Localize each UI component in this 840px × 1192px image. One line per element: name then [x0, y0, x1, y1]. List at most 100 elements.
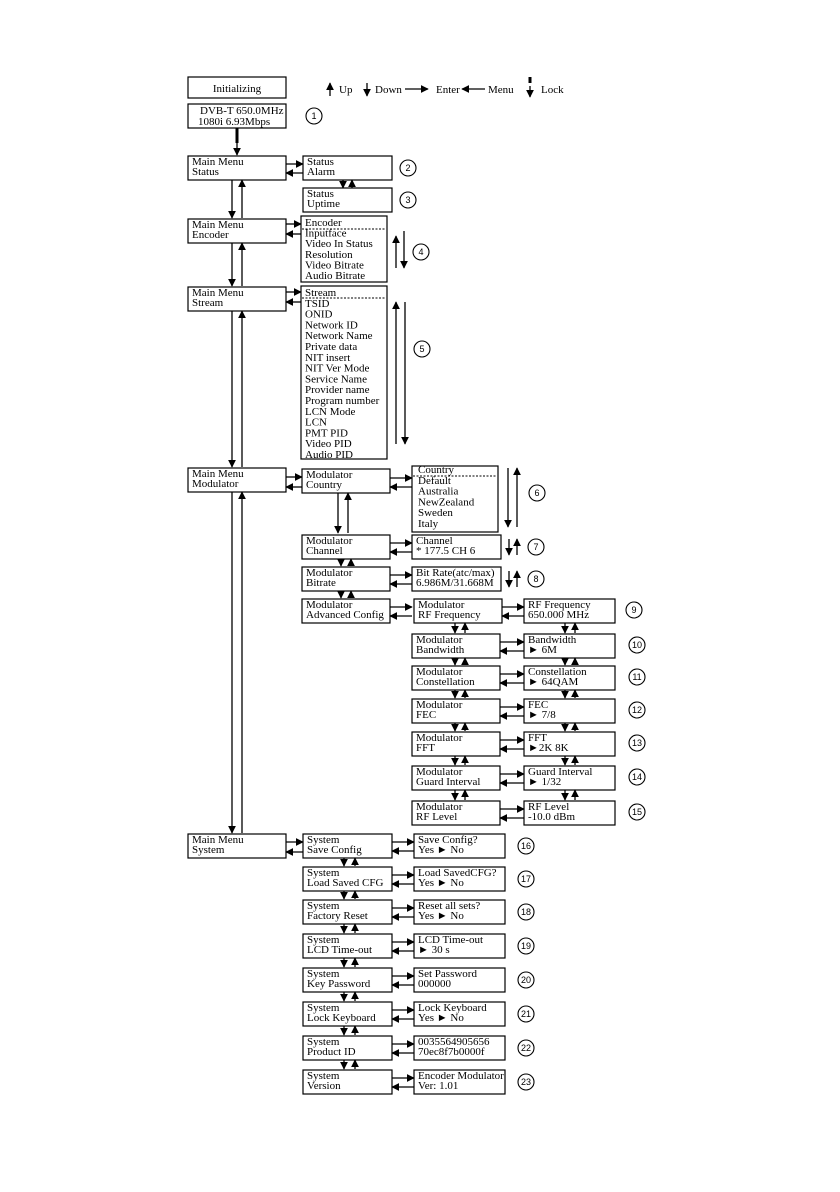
advanced-value-1 — [523, 633, 616, 659]
legend-up-label: Up — [339, 84, 353, 96]
advanced-sub-2-line1: Modulator — [416, 666, 463, 678]
stream-item: NIT Ver Mode — [305, 363, 369, 375]
step-number-10-marker — [628, 636, 646, 654]
step-number-19: 19 — [521, 941, 531, 951]
system-value-2 — [413, 899, 506, 925]
status-alarm-line1: Status — [307, 156, 334, 168]
system-sub-0[interactable] — [302, 833, 393, 859]
status-uptime-line1: Status — [307, 188, 334, 200]
system-value-0 — [413, 833, 506, 859]
system-value-5-line2: Yes ► No — [418, 1012, 464, 1024]
modulator-sub-1[interactable] — [301, 534, 391, 560]
step-number-14: 14 — [632, 772, 642, 782]
advanced-sub-2-line2: Constellation — [416, 676, 475, 688]
advanced-value-6 — [523, 800, 616, 826]
system-sub-2-line2: Factory Reset — [307, 910, 368, 922]
system-sub-7[interactable] — [302, 1069, 393, 1095]
system-sub-2[interactable] — [302, 899, 393, 925]
encoder-item: Video In Status — [305, 238, 373, 250]
advanced-value-4-line2: ►2K 8K — [528, 742, 569, 754]
advanced-sub-4[interactable] — [411, 731, 501, 757]
encoder-item: Video Bitrate — [305, 259, 364, 271]
modulator-value-2-line2: 6.986M/31.668M — [416, 577, 494, 589]
system-sub-6[interactable] — [302, 1035, 393, 1061]
system-value-4-line1: Set Password — [418, 968, 477, 980]
status-uptime-box[interactable] — [302, 187, 393, 213]
system-value-2-line2: Yes ► No — [418, 910, 464, 922]
modulator-sub-3-line2: Advanced Config — [306, 609, 384, 621]
modulator-sub-0-line2: Country — [306, 479, 343, 491]
advanced-value-2 — [523, 665, 616, 691]
advanced-sub-5[interactable] — [411, 765, 501, 791]
status-alarm-box[interactable] — [302, 155, 393, 181]
advanced-sub-6[interactable] — [411, 800, 501, 826]
system-sub-6-line2: Product ID — [307, 1046, 356, 1058]
system-sub-1-line1: System — [307, 867, 340, 879]
step-number-18-marker — [517, 903, 535, 921]
main-stream-line2: Stream — [192, 297, 224, 309]
advanced-sub-3[interactable] — [411, 698, 501, 724]
legend-lock-label: Lock — [541, 84, 564, 96]
step-number-9-marker — [625, 601, 643, 619]
system-sub-3[interactable] — [302, 933, 393, 959]
advanced-sub-0[interactable] — [413, 598, 503, 624]
system-sub-7-line2: Version — [307, 1080, 341, 1092]
legend: Up Down Enter Menu Lock — [326, 77, 564, 98]
advanced-sub-4-line1: Modulator — [416, 732, 463, 744]
advanced-value-0-line2: 650.000 MHz — [528, 609, 589, 621]
step-number-19-marker — [517, 937, 535, 955]
stream-item: LCN — [305, 417, 327, 429]
advanced-sub-6-line2: RF Level — [416, 811, 457, 823]
main-system-line2: System — [192, 844, 225, 856]
stream-item: LCN Mode — [305, 406, 356, 418]
step-number-18: 18 — [521, 907, 531, 917]
advanced-value-2-line1: Constellation — [528, 666, 587, 678]
main-menu-system[interactable] — [187, 833, 287, 859]
step-marker-1 — [305, 107, 323, 125]
modulator-sub-2[interactable] — [301, 566, 391, 592]
status-display-box — [187, 103, 287, 129]
step-number-4: 4 — [418, 247, 423, 257]
country-item: Australia — [418, 486, 458, 498]
system-sub-3-line2: LCD Time-out — [307, 944, 372, 956]
status-display-line1: DVB-T 650.0MHz — [200, 105, 284, 117]
advanced-value-0-line1: RF Frequency — [528, 599, 591, 611]
advanced-value-1-line2: ► 6M — [528, 644, 557, 656]
modulator-sub-1-line2: Channel — [306, 545, 343, 557]
system-sub-2-line1: System — [307, 900, 340, 912]
advanced-sub-2[interactable] — [411, 665, 501, 691]
main-menu-stream[interactable] — [187, 286, 287, 312]
advanced-sub-0-line2: RF Frequency — [418, 609, 481, 621]
system-sub-4[interactable] — [302, 967, 393, 993]
step-number-16-marker — [517, 837, 535, 855]
advanced-sub-1[interactable] — [411, 633, 501, 659]
init-section: Initializing DVB-T 650.0MHz 1080i 6.93Mb… — [187, 76, 323, 156]
system-sub-0-line1: System — [307, 834, 340, 846]
step-number-2: 2 — [405, 163, 410, 173]
stream-item: Audio PID — [305, 449, 353, 461]
step-number-8: 8 — [533, 574, 538, 584]
system-sub-5-line1: System — [307, 1002, 340, 1014]
system-sub-1[interactable] — [302, 866, 393, 892]
main-menu-encoder[interactable] — [187, 218, 287, 244]
modulator-sub-3[interactable] — [301, 598, 391, 624]
advanced-value-5-line2: ► 1/32 — [528, 776, 561, 788]
status-display-line2: 1080i 6.93Mbps — [198, 116, 270, 128]
main-menu-column: Main Menu Status Main Menu Encoder Main … — [187, 155, 287, 859]
system-value-1-line1: Load SavedCFG? — [418, 867, 497, 879]
step-number-7: 7 — [533, 542, 538, 552]
main-menu-status[interactable] — [187, 155, 287, 181]
main-menu-modulator[interactable] — [187, 467, 287, 493]
step-number-5: 5 — [419, 344, 424, 354]
system-sub-5[interactable] — [302, 1001, 393, 1027]
modulator-sub-0[interactable] — [301, 468, 391, 494]
encoder-item: Resolution — [305, 249, 353, 261]
advanced-sub-5-line2: Guard Interval — [416, 776, 480, 788]
step-number-16: 16 — [521, 841, 531, 851]
system-sub-3-line1: System — [307, 934, 340, 946]
step-number-20-marker — [517, 971, 535, 989]
